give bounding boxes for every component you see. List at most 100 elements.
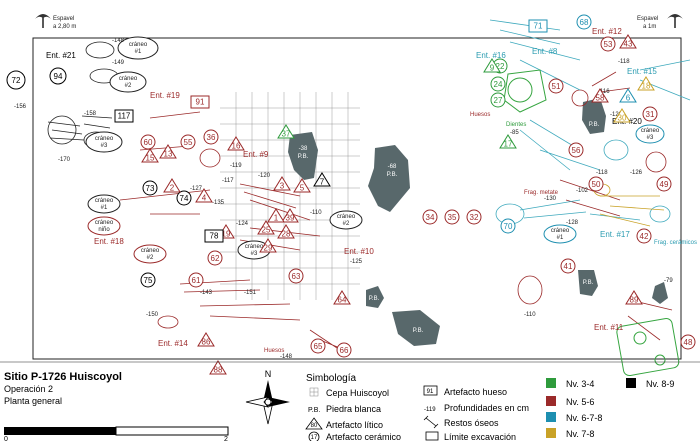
ceramic-artifact-number: 36 [207,133,216,142]
ceramic-artifact-number: 60 [144,138,153,147]
ceramic-artifact-marker: 55 [180,134,196,150]
svg-text:#3: #3 [101,143,108,149]
svg-text:-118: -118 [596,170,608,176]
svg-text:-79: -79 [664,278,673,284]
white-stone-2-depth: -68 [388,164,397,170]
lithic-artifact-marker: 1 [267,208,285,223]
lithic-artifact-number: 18 [642,82,651,91]
lithic-artifact-marker: 13 [159,144,177,159]
level-label: Nv. 7-8 [566,429,594,439]
svg-text:cráneo: cráneo [95,220,114,226]
lithic-artifact-number: 7 [320,178,325,187]
svg-text:-119: -119 [230,163,242,169]
legend-depth-symbol: -119 [424,407,436,413]
lithic-artifact-marker: 3 [273,176,291,191]
svg-text:-148: -148 [280,354,293,360]
ceramic-artifact-number: 31 [646,110,655,119]
ceramic-artifact-number: 42 [640,232,649,241]
white-stone-1 [288,132,318,180]
tree-depth-left: a 2,80 m [53,24,76,30]
entity-label-ent11: Ent. #11 [594,323,624,332]
white-stone-2 [368,145,410,212]
svg-text:#2: #2 [343,221,350,227]
lithic-artifact-marker: 86 [197,332,215,347]
lithic-artifact-marker: 88 [209,360,227,375]
legend-circle-symbol: 17 [308,431,320,441]
lithic-artifact-number: 25 [262,226,271,235]
ceramic-artifact-number: 63 [292,272,301,281]
bone-artifact-marker: 117 [114,109,134,123]
legend-item-ceramico: Artefacto cerámico [326,432,401,441]
legend-pb-symbol: P.B. [308,407,320,414]
entity-label-ent14: Ent. #14 [158,339,188,348]
cranium-2-ent10: cráneo #2 [329,210,363,230]
lithic-artifact-marker: 30 [613,108,631,123]
ceramic-artifact-number: 41 [564,262,573,271]
label-huesos-left: Huesos [264,348,284,354]
svg-text:#2: #2 [125,83,132,89]
level-color-swatch [546,412,556,422]
ceramic-artifact-number: 66 [340,346,349,355]
svg-text:cráneo: cráneo [641,128,660,134]
bone-artifact-number: 91 [196,98,205,107]
north-arrow-icon [245,380,290,425]
ceramic-artifact-marker: 66 [336,342,352,358]
map-title: Sitio P-1726 Huiscoyol [4,371,122,383]
svg-text:#3: #3 [251,251,258,257]
ceramic-artifact-marker: 36 [203,129,219,145]
svg-text:cráneo: cráneo [119,76,138,82]
lithic-artifact-number: 89 [630,296,639,305]
entity-label-ent16: Ent. #16 [476,51,506,60]
legend-triangle-symbol: 80 [305,417,323,430]
svg-text:-102: -102 [576,188,589,194]
lithic-artifact-number: 64 [338,296,347,305]
svg-text:-120: -120 [258,173,271,179]
svg-text:-116: -116 [598,89,610,95]
svg-text:-126: -126 [630,170,643,176]
svg-text:-117: -117 [222,178,234,184]
svg-text:-125: -125 [350,259,363,265]
lithic-artifact-number: 9 [490,64,495,73]
label-dientes: Dientes [506,122,526,128]
lithic-artifact-marker: 18 [637,76,655,91]
label-frag-metate: Frag. metate [524,190,559,196]
north-label: N [265,369,272,379]
lithic-artifact-marker: 6 [619,88,637,103]
white-stone-6 [578,270,598,296]
label-frag-ceramicos: Frag. cerámicos [654,240,697,246]
ceramic-artifact-number: 48 [684,338,693,347]
bone-remains-red [119,71,673,353]
ceramic-artifact-number: 74 [180,194,189,203]
svg-text:#1: #1 [557,235,564,241]
cranium-1-ent18: cráneo #1 [87,194,121,214]
lithic-artifact-marker: 17 [499,134,517,149]
lithic-artifact-number: 30 [618,114,627,123]
lithic-artifact-marker: 16 [227,136,245,151]
ceramic-artifact-number: 53 [604,40,613,49]
tree-icon-right [667,14,683,28]
svg-text:#3: #3 [647,135,654,141]
entity-label-ent8: Ent. #8 [532,47,558,56]
lithic-artifact-number: 16 [232,142,241,151]
ceramic-artifact-number: 49 [660,180,669,189]
cranium-1-left: cráneo #1 [117,36,159,60]
legend-grid-symbol [309,387,319,397]
svg-text:-158: -158 [84,111,97,117]
svg-text:niño: niño [98,227,110,233]
white-stone-1-depth: -38 [299,146,308,152]
cranium-2-left: cráneo #2 [109,71,147,93]
white-stone-1-label: P.B. [298,154,309,160]
cranium-3-left: cráneo #3 [85,131,123,153]
lithic-artifact-marker: 5 [293,178,311,193]
ceramic-artifact-marker: 49 [656,176,672,192]
lithic-artifact-marker: 39 [281,208,299,223]
svg-text:-148: -148 [112,38,125,44]
ceramic-artifact-marker: 50 [588,176,604,192]
bone-artifact-number: 71 [534,22,543,31]
ceramic-artifact-marker: 32 [466,209,482,225]
lithic-artifact-number: 5 [300,184,305,193]
svg-text:-135: -135 [212,200,225,206]
svg-text:-110: -110 [310,210,322,216]
